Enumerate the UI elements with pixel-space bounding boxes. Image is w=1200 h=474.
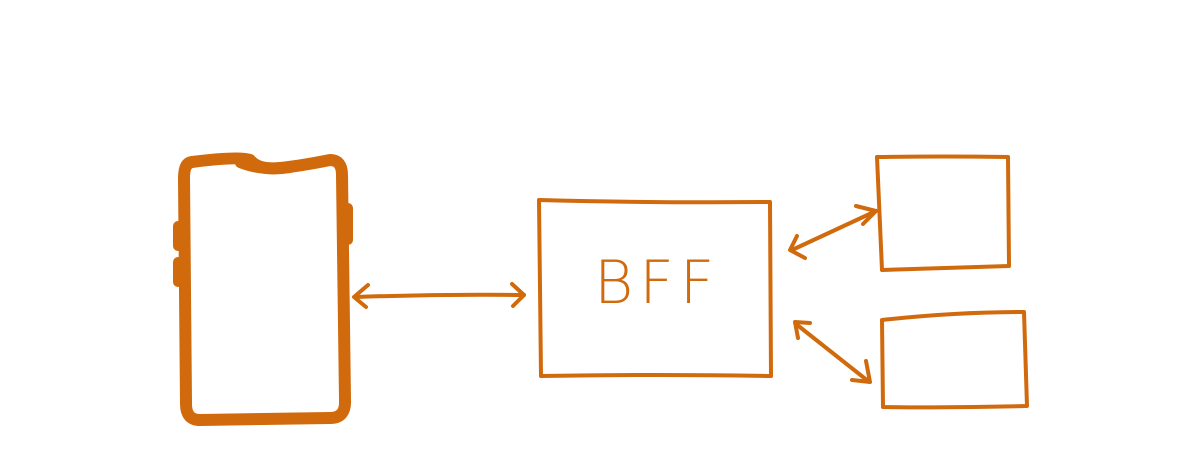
arrow-device-bff xyxy=(352,282,526,309)
arrow-bff-service-1 xyxy=(788,204,878,260)
bff-node xyxy=(537,198,773,378)
service-2-node xyxy=(880,310,1029,410)
service-1-node xyxy=(875,154,1011,272)
bff-label: BFF xyxy=(594,248,721,318)
mobile-device-node xyxy=(173,152,353,426)
arrow-bff-service-2 xyxy=(793,320,872,384)
